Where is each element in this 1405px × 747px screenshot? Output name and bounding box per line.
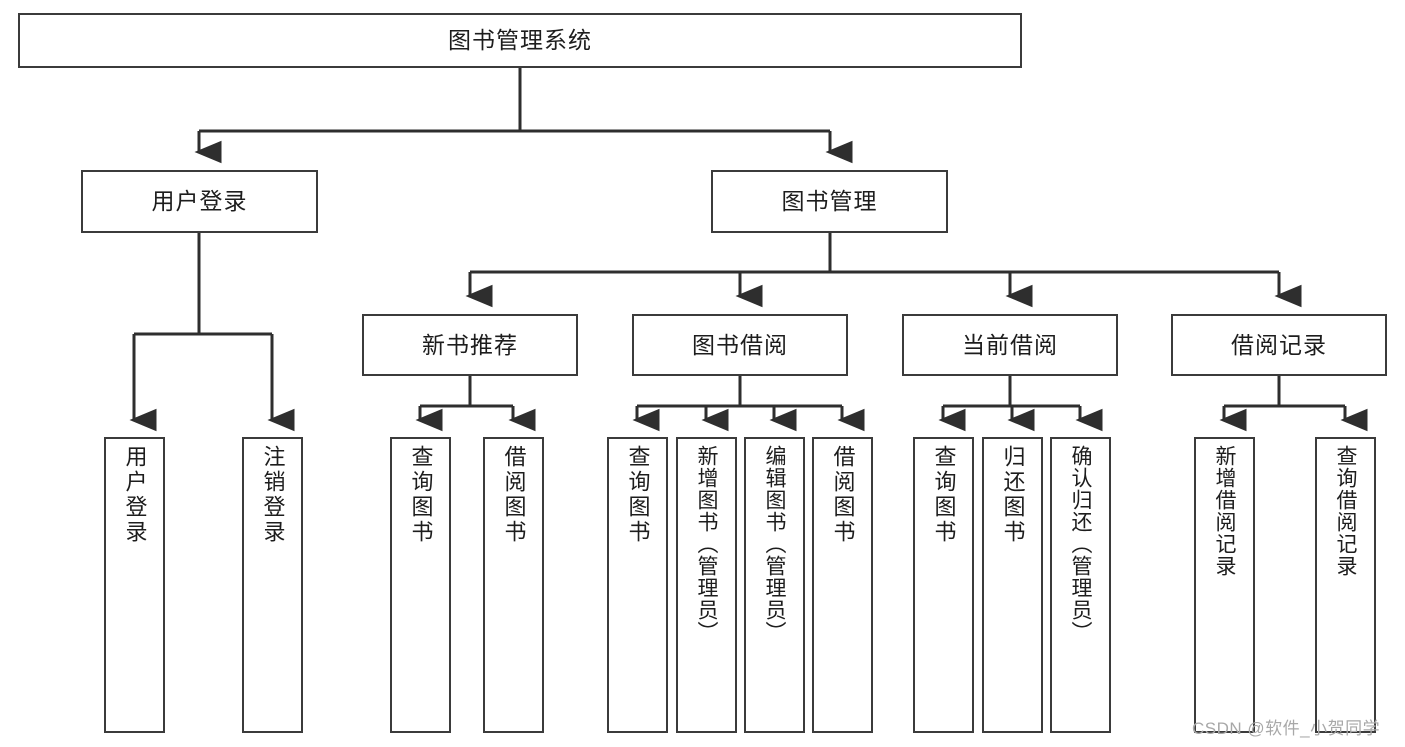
node-new-book-recommend[interactable]: 新书推荐 bbox=[362, 314, 578, 376]
watermark: CSDN @软件_小贺同学 bbox=[1192, 719, 1381, 738]
node-leaf-borrow-book[interactable]: 借阅图书 bbox=[812, 437, 873, 733]
node-label: 查询图书 bbox=[625, 445, 651, 545]
node-leaf-user-login[interactable]: 用户登录 bbox=[104, 437, 165, 733]
node-leaf-query-book-borrow[interactable]: 查询图书 bbox=[607, 437, 668, 733]
node-label: 新增图书（管理员） bbox=[695, 445, 718, 643]
node-label: 借阅记录 bbox=[1231, 331, 1327, 358]
node-leaf-borrow-book-recommend[interactable]: 借阅图书 bbox=[483, 437, 544, 733]
node-label: 查询图书 bbox=[408, 445, 434, 545]
node-book-borrow[interactable]: 图书借阅 bbox=[632, 314, 848, 376]
node-root-book-management-system[interactable]: 图书管理系统 bbox=[18, 13, 1022, 68]
node-leaf-add-book-admin[interactable]: 新增图书（管理员） bbox=[676, 437, 737, 733]
node-user-login[interactable]: 用户登录 bbox=[81, 170, 318, 233]
node-label: 图书借阅 bbox=[692, 331, 788, 358]
node-label: 借阅图书 bbox=[501, 445, 527, 545]
node-label: 新增借阅记录 bbox=[1213, 445, 1236, 577]
node-label: 图书管理系统 bbox=[448, 27, 592, 54]
node-label: 归还图书 bbox=[1000, 445, 1026, 545]
node-leaf-query-borrow-record[interactable]: 查询借阅记录 bbox=[1315, 437, 1376, 733]
node-current-borrow[interactable]: 当前借阅 bbox=[902, 314, 1118, 376]
node-label: 用户登录 bbox=[151, 188, 248, 215]
node-label: 新书推荐 bbox=[422, 331, 518, 358]
node-label: 当前借阅 bbox=[962, 331, 1058, 358]
node-leaf-add-borrow-record[interactable]: 新增借阅记录 bbox=[1194, 437, 1255, 733]
node-label: 查询图书 bbox=[931, 445, 957, 545]
node-leaf-edit-book-admin[interactable]: 编辑图书（管理员） bbox=[744, 437, 805, 733]
node-leaf-query-book-current[interactable]: 查询图书 bbox=[913, 437, 974, 733]
node-label: 借阅图书 bbox=[830, 445, 856, 545]
node-label: 注销登录 bbox=[260, 445, 286, 545]
node-label: 确认归还（管理员） bbox=[1069, 445, 1092, 643]
node-leaf-query-book-recommend[interactable]: 查询图书 bbox=[390, 437, 451, 733]
node-label: 图书管理 bbox=[781, 188, 878, 215]
node-leaf-confirm-return-admin[interactable]: 确认归还（管理员） bbox=[1050, 437, 1111, 733]
node-label: 查询借阅记录 bbox=[1334, 445, 1357, 577]
node-leaf-return-book[interactable]: 归还图书 bbox=[982, 437, 1043, 733]
node-label: 编辑图书（管理员） bbox=[763, 445, 786, 643]
node-book-management[interactable]: 图书管理 bbox=[711, 170, 948, 233]
node-borrow-records[interactable]: 借阅记录 bbox=[1171, 314, 1387, 376]
node-leaf-logout[interactable]: 注销登录 bbox=[242, 437, 303, 733]
node-label: 用户登录 bbox=[122, 445, 148, 545]
